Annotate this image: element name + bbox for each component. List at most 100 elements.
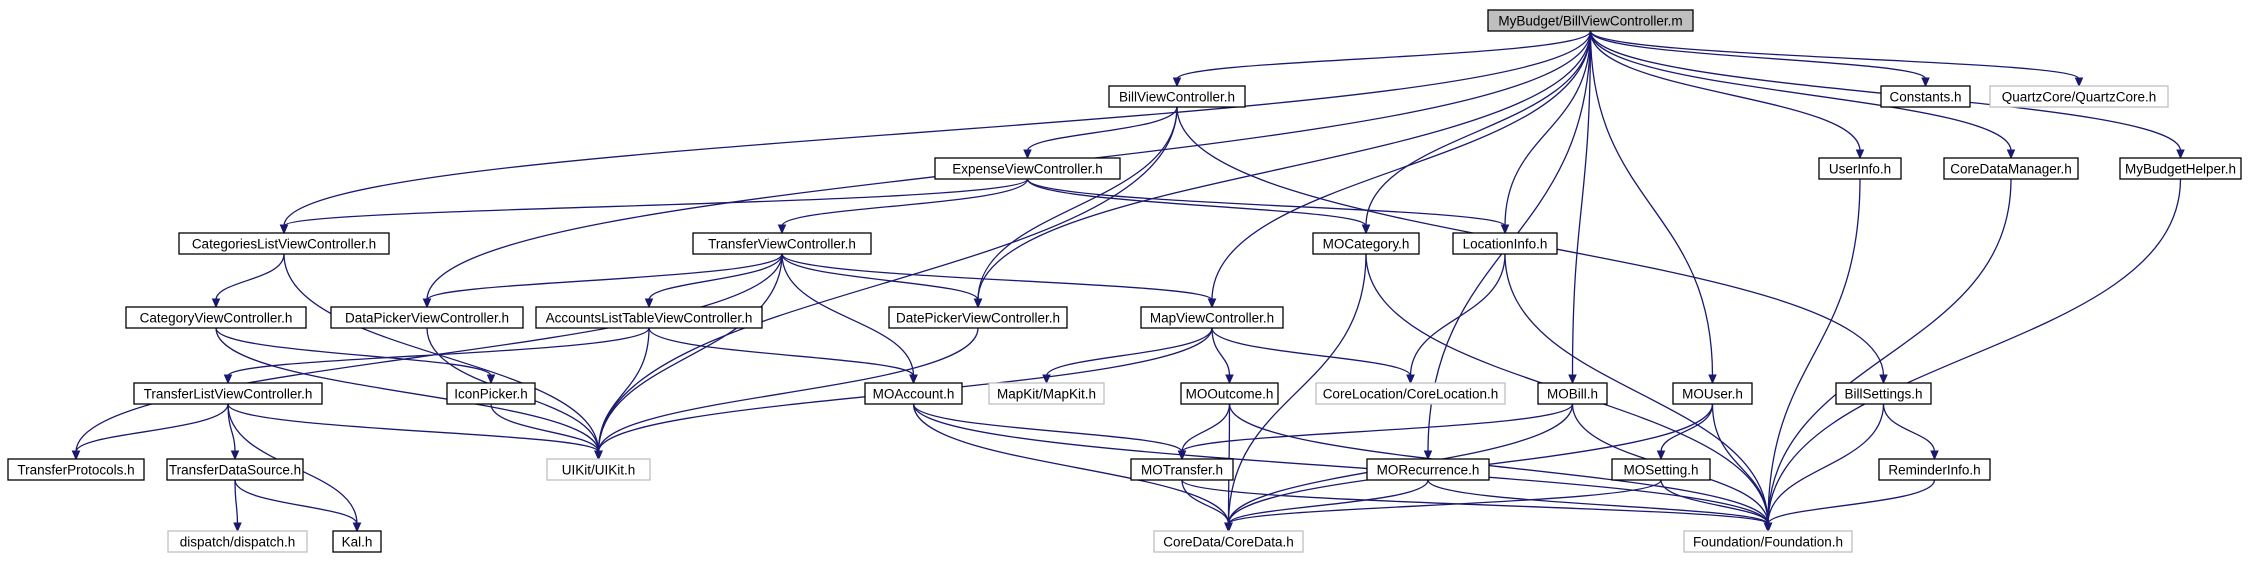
arrowhead-catvc-to-iconpicker: [486, 374, 496, 385]
edge-transferlistvc-to-uikit: [227, 403, 600, 453]
edge-transfervc-to-mapvc: [781, 253, 1213, 301]
node-label-mocategory: MOCategory.h: [1323, 237, 1410, 252]
edge-transferlistvc-to-transferprotocols: [75, 403, 229, 453]
node-kal[interactable]: Kal.h: [332, 530, 382, 553]
node-mouser[interactable]: MOUser.h: [1672, 382, 1753, 405]
node-expensevc[interactable]: ExpenseViewController.h: [934, 157, 1121, 180]
node-catvc[interactable]: CategoryViewController.h: [125, 306, 307, 329]
edge-billvc-to-datepickervc: [977, 106, 1178, 301]
node-box-uikit: [546, 458, 651, 481]
edge-transfervc-to-datapickervc: [426, 253, 783, 301]
edge-billvc-to-uikit: [597, 106, 1178, 453]
edge-expensevc-to-locationinfo: [1026, 178, 1506, 227]
edge-acctlistvc-to-uikit: [597, 327, 650, 453]
node-billsettings[interactable]: BillSettings.h: [1835, 382, 1932, 405]
arrowhead-mobill-to-motransfer: [1177, 450, 1187, 461]
node-box-coredatamgr: [1943, 157, 2079, 180]
node-mobill[interactable]: MOBill.h: [1537, 382, 1608, 405]
edge-billsettings-to-reminderinfo: [1882, 403, 1936, 453]
arrowhead-transfervc-to-datepickervc: [973, 298, 983, 309]
node-label-moaccount: MOAccount.h: [873, 387, 955, 402]
node-box-mouser: [1672, 382, 1753, 405]
arrowhead-root-to-mobill: [1568, 374, 1577, 385]
node-foundation: Foundation/Foundation.h: [1683, 530, 1853, 553]
node-moaccount[interactable]: MOAccount.h: [864, 382, 963, 405]
node-constants[interactable]: Constants.h: [1880, 85, 1971, 108]
node-mosetting[interactable]: MOSetting.h: [1611, 458, 1711, 481]
node-box-transferlistvc: [133, 382, 323, 405]
node-mooutcome[interactable]: MOOutcome.h: [1180, 382, 1279, 405]
node-box-acctlistvc: [535, 306, 763, 329]
arrowhead-transferdatasource-to-kal: [352, 522, 362, 533]
edge-mapvc-to-mapkit: [1045, 327, 1213, 377]
edge-locationinfo-to-corelocation: [1409, 253, 1506, 377]
edge-expensevc-to-transfervc: [781, 178, 1029, 227]
node-box-mapvc: [1140, 306, 1284, 329]
node-morecurrence[interactable]: MORecurrence.h: [1366, 458, 1490, 481]
edge-mapvc-to-mooutcome: [1211, 327, 1231, 377]
node-locationinfo[interactable]: LocationInfo.h: [1452, 232, 1558, 255]
edge-root-to-quartz: [1589, 30, 2080, 80]
node-label-root: MyBudget/BillViewController.m: [1498, 14, 1682, 29]
arrowhead-transfervc-to-acctlistvc: [644, 298, 654, 309]
node-label-morecurrence: MORecurrence.h: [1377, 463, 1480, 478]
node-transferlistvc[interactable]: TransferListViewController.h: [133, 382, 323, 405]
node-label-transfervc: TransferViewController.h: [708, 237, 856, 252]
node-transfervc[interactable]: TransferViewController.h: [692, 232, 872, 255]
node-reminderinfo[interactable]: ReminderInfo.h: [1878, 458, 1991, 481]
node-label-mosetting: MOSetting.h: [1623, 463, 1698, 478]
node-label-constants: Constants.h: [1889, 90, 1961, 105]
edge-transferdatasource-to-dispatch: [234, 479, 239, 525]
node-box-mapkit: [988, 382, 1105, 405]
edge-root-to-userinfo: [1589, 30, 1861, 152]
edge-transfervc-to-transferprotocols: [75, 253, 783, 453]
node-label-expensevc: ExpenseViewController.h: [952, 162, 1103, 177]
node-root[interactable]: MyBudget/BillViewController.m: [1487, 9, 1694, 32]
node-label-motransfer: MOTransfer.h: [1141, 463, 1223, 478]
node-catlistvc[interactable]: CategoriesListViewController.h: [178, 232, 390, 255]
node-box-motransfer: [1130, 458, 1234, 481]
node-datapickervc[interactable]: DataPickerViewController.h: [330, 306, 524, 329]
node-box-datepickervc: [888, 306, 1068, 329]
edge-catvc-to-iconpicker: [215, 327, 492, 377]
node-box-kal: [332, 530, 382, 553]
arrowhead-billsettings-to-reminderinfo: [1930, 450, 1939, 461]
edge-root-to-billvc: [1176, 30, 1592, 80]
node-box-mooutcome: [1180, 382, 1279, 405]
arrowhead-expensevc-to-catlistvc: [279, 224, 289, 235]
arrowhead-expensevc-to-transfervc: [777, 224, 787, 235]
node-box-reminderinfo: [1878, 458, 1991, 481]
arrowhead-root-to-userinfo: [1855, 149, 1865, 160]
node-box-expensevc: [934, 157, 1121, 180]
edge-root-to-mouser: [1589, 30, 1714, 377]
node-mocategory[interactable]: MOCategory.h: [1312, 232, 1420, 255]
edge-transfervc-to-uikit: [597, 253, 783, 453]
node-transferdatasource[interactable]: TransferDataSource.h: [166, 458, 304, 481]
node-datepickervc[interactable]: DatePickerViewController.h: [888, 306, 1068, 329]
node-box-locationinfo: [1452, 232, 1558, 255]
node-mapvc[interactable]: MapViewController.h: [1140, 306, 1284, 329]
edge-transferdatasource-to-kal: [234, 479, 358, 525]
node-label-foundation: Foundation/Foundation.h: [1693, 535, 1843, 550]
node-box-corelocation: [1315, 382, 1506, 405]
node-transferprotocols[interactable]: TransferProtocols.h: [7, 458, 145, 481]
edge-motransfer-to-coredata: [1181, 479, 1230, 525]
edge-catlistvc-to-uikit: [283, 253, 600, 453]
node-billvc[interactable]: BillViewController.h: [1108, 85, 1246, 108]
node-box-constants: [1880, 85, 1971, 108]
node-acctlistvc[interactable]: AccountsListTableViewController.h: [535, 306, 763, 329]
arrowhead-root-to-constants: [1921, 77, 1930, 88]
node-box-iconpicker: [446, 382, 536, 405]
node-iconpicker[interactable]: IconPicker.h: [446, 382, 536, 405]
node-budgethelper[interactable]: MyBudgetHelper.h: [2119, 157, 2242, 180]
arrowhead-iconpicker-to-uikit: [594, 450, 603, 461]
arrowhead-mapvc-to-corelocation: [1406, 374, 1415, 385]
node-userinfo[interactable]: UserInfo.h: [1818, 157, 1902, 180]
node-motransfer[interactable]: MOTransfer.h: [1130, 458, 1234, 481]
node-label-dispatch: dispatch/dispatch.h: [180, 535, 296, 550]
node-box-foundation: [1683, 530, 1853, 553]
node-coredatamgr[interactable]: CoreDataManager.h: [1943, 157, 2079, 180]
arrowhead-root-to-mouser: [1708, 374, 1717, 385]
node-label-mobill: MOBill.h: [1547, 387, 1598, 402]
node-box-moaccount: [864, 382, 963, 405]
